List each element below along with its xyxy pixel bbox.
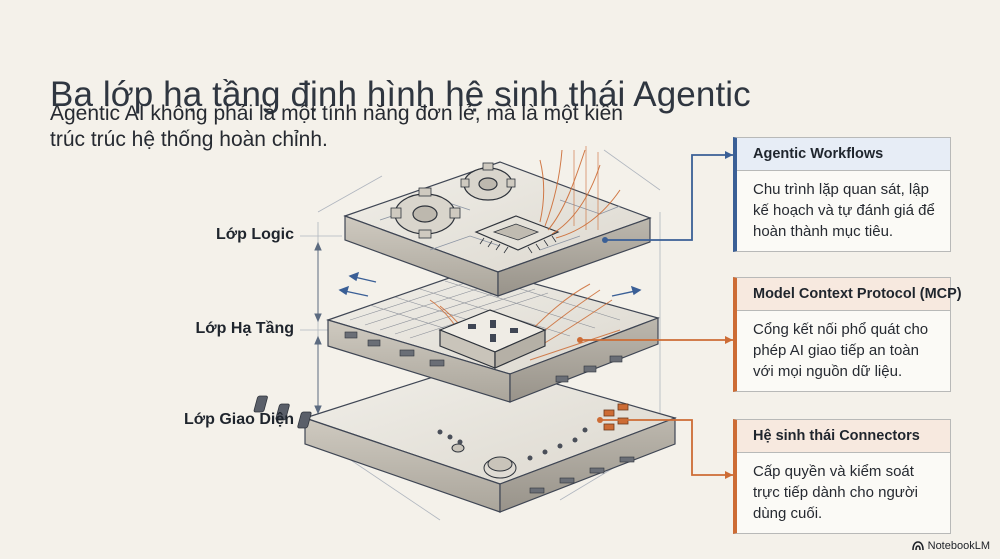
notebooklm-logo-icon [912,541,924,551]
logic-layer [345,150,650,296]
layer-label-infra: Lớp Hạ Tầng [144,320,294,338]
card-agentic-workflows: Agentic Workflows Chu trình lặp quan sát… [733,137,951,252]
card-body: Cấp quyền và kiểm soát trực tiếp dành ch… [737,453,950,533]
page-subtitle: Agentic AI không phải là một tính năng đ… [50,101,660,153]
layer-label-logic: Lớp Logic [144,226,294,244]
card-title: Model Context Protocol (MCP) [737,278,950,311]
layer-label-interface: Lớp Giao Diện [144,411,294,429]
card-title: Hệ sinh thái Connectors [737,420,950,453]
card-mcp: Model Context Protocol (MCP) Cổng kết nố… [733,277,951,392]
card-body: Cổng kết nối phổ quát cho phép AI giao t… [737,311,950,391]
brand-label: NotebookLM [928,540,990,552]
card-title: Agentic Workflows [737,138,950,171]
card-body: Chu trình lặp quan sát, lập kế hoạch và … [737,171,950,251]
brand-watermark: NotebookLM [912,540,990,552]
card-connectors: Hệ sinh thái Connectors Cấp quyền và kiể… [733,419,951,534]
